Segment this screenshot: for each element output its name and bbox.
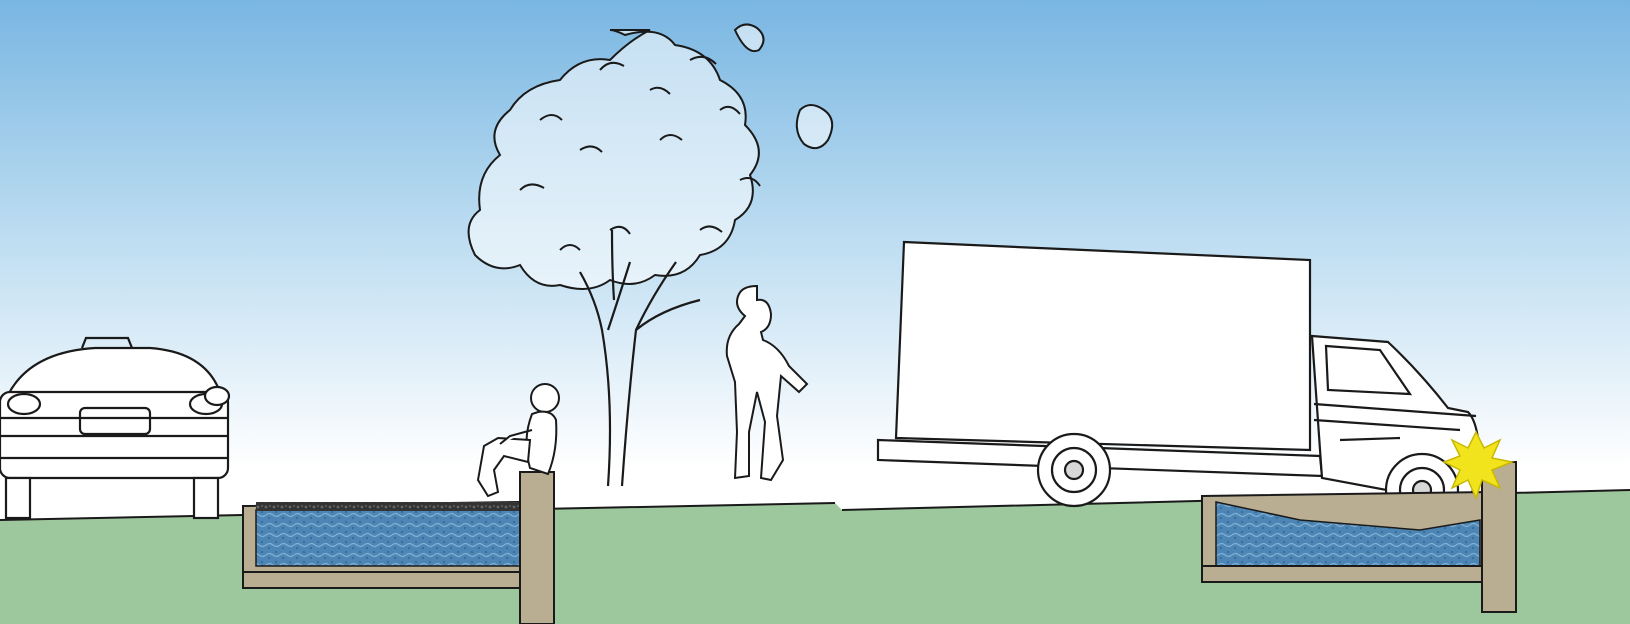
left-basin-water bbox=[256, 510, 520, 566]
left-basin-curb bbox=[520, 472, 554, 624]
truck-cargo-box bbox=[896, 242, 1310, 450]
left-basin-soil bbox=[256, 502, 520, 511]
truck-rear-wheel bbox=[1038, 434, 1110, 506]
